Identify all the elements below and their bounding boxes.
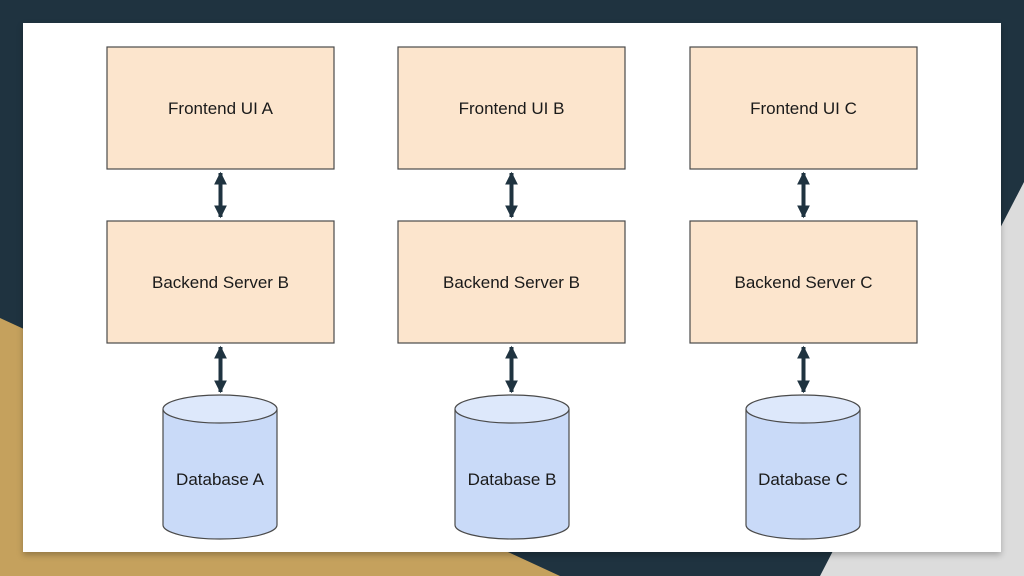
- backend-label-b: Backend Server B: [443, 273, 580, 292]
- frontend-label-c: Frontend UI C: [750, 99, 857, 118]
- architecture-diagram: Frontend UI A Backend Server B Database …: [106, 46, 918, 540]
- backend-box-b[interactable]: Backend Server B: [397, 220, 626, 344]
- slide-canvas: Frontend UI A Backend Server B Database …: [23, 23, 1001, 552]
- database-label-c: Database C: [758, 470, 848, 489]
- backend-label-a: Backend Server B: [152, 273, 289, 292]
- backend-box-c[interactable]: Backend Server C: [689, 220, 918, 344]
- column-a: Frontend UI A Backend Server B Database …: [106, 46, 335, 540]
- frontend-box-a[interactable]: Frontend UI A: [106, 46, 335, 170]
- frontend-box-b[interactable]: Frontend UI B: [397, 46, 626, 170]
- column-b: Frontend UI B Backend Server B Database …: [397, 46, 626, 540]
- column-c: Frontend UI C Backend Server C Database …: [689, 46, 918, 540]
- database-c[interactable]: Database C: [745, 394, 861, 540]
- frontend-box-c[interactable]: Frontend UI C: [689, 46, 918, 170]
- database-label-a: Database A: [176, 470, 265, 489]
- backend-label-c: Backend Server C: [735, 273, 873, 292]
- database-label-b: Database B: [468, 470, 557, 489]
- frontend-label-a: Frontend UI A: [168, 99, 274, 118]
- frontend-label-b: Frontend UI B: [459, 99, 565, 118]
- database-b[interactable]: Database B: [454, 394, 570, 540]
- database-a[interactable]: Database A: [162, 394, 278, 540]
- backend-box-a[interactable]: Backend Server B: [106, 220, 335, 344]
